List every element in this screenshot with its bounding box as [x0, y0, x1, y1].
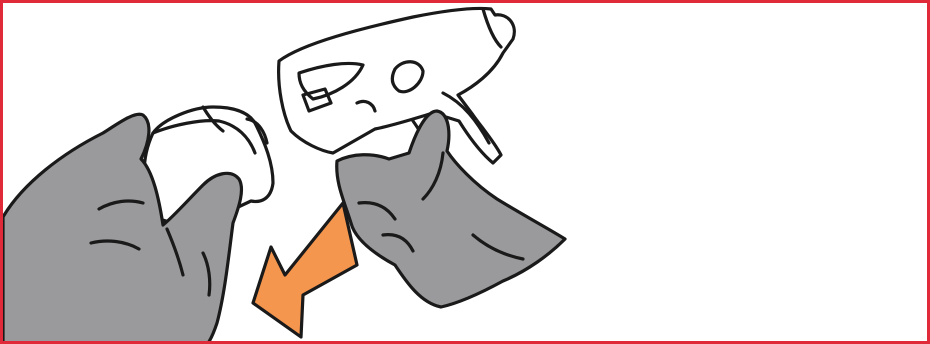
handle-icon: [279, 8, 515, 173]
gloved-right-hand-icon: [337, 111, 565, 307]
instruction-illustration: [3, 3, 930, 344]
arrow-icon: [253, 203, 357, 337]
